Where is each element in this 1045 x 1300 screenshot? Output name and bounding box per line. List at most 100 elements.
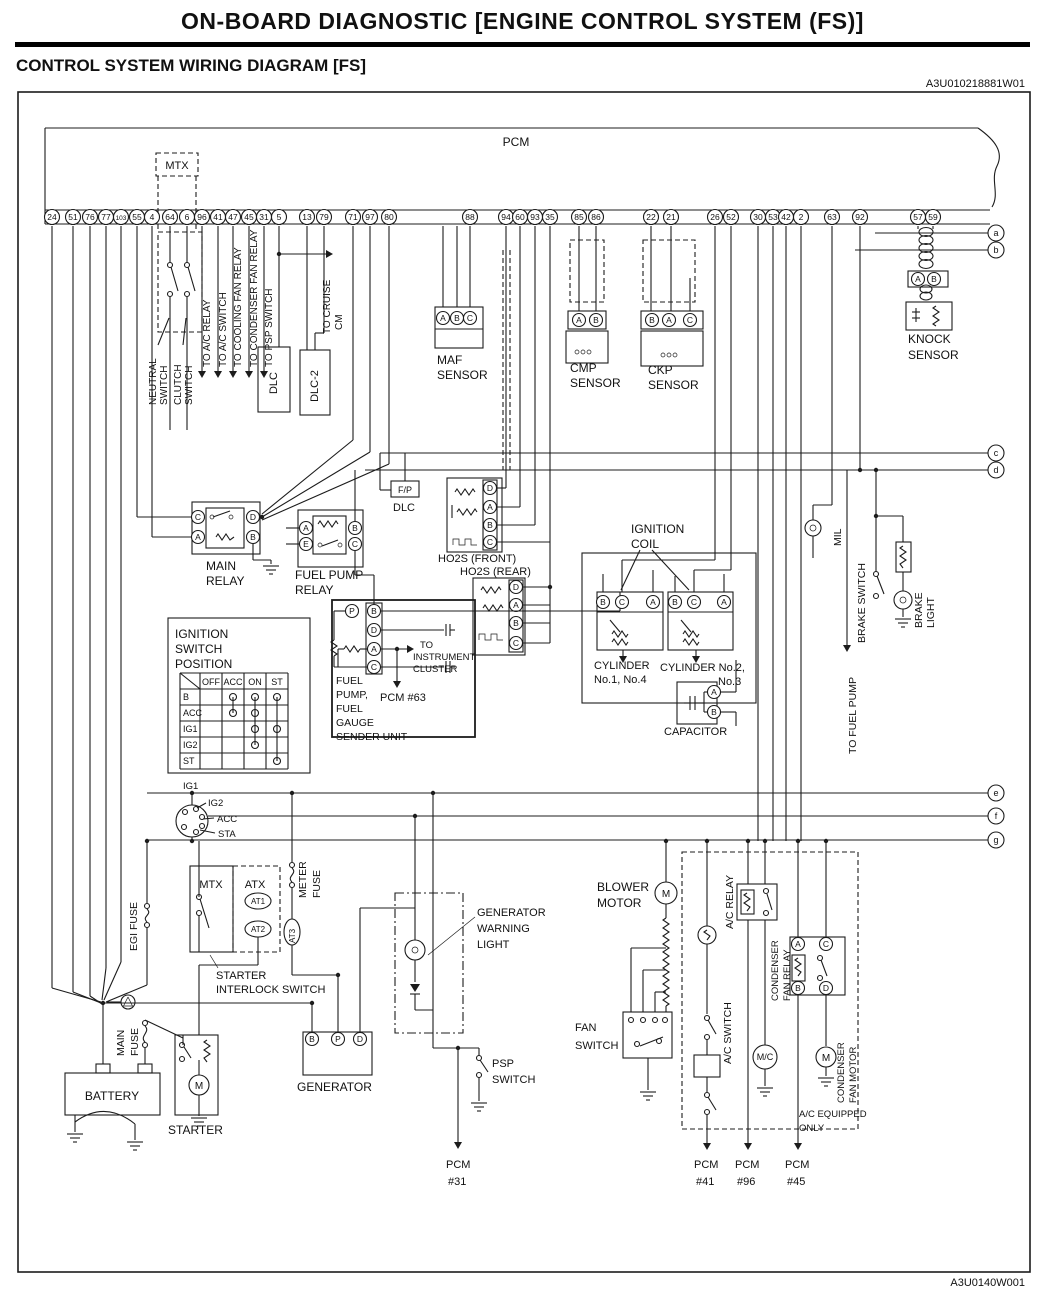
pin-label: 35 — [545, 212, 555, 222]
labels-dlc-label: DLC — [268, 372, 280, 394]
pin-label: D — [513, 582, 519, 592]
pin-label: B — [309, 1034, 315, 1044]
pin-circle — [347, 536, 363, 552]
doc-code-top: A3U010218881W01 — [925, 78, 1025, 90]
labels-to_cruise-0-label: TO CRUISE — [322, 279, 333, 334]
junction-dot — [547, 584, 553, 590]
labels-gen_warning-1-label: WARNING — [477, 923, 530, 935]
component-box — [95, 1063, 111, 1074]
pin-label: 93 — [530, 212, 540, 222]
labels-starter_interlock-1-label: INTERLOCK SWITCH — [216, 984, 325, 996]
wire — [199, 829, 216, 834]
arrowhead — [245, 371, 253, 378]
pin-label: A — [487, 502, 493, 512]
page-title: ON-BOARD DIAGNOSTIC [ENGINE CONTROL SYST… — [181, 8, 864, 34]
symbol-circle — [166, 290, 174, 298]
symbol-circle — [816, 954, 824, 962]
symbol-circle — [872, 570, 880, 578]
component-box — [205, 507, 245, 549]
pin-circle — [987, 241, 1005, 259]
ignition_table-rows-3-label: IG2 — [183, 740, 198, 750]
labels-fuel_sender-4-label: SENDER UNIT — [336, 731, 408, 743]
labels-clutch_switch-0-label: CLUTCH — [173, 364, 184, 405]
labels-ig2-label: IG2 — [208, 798, 223, 809]
pin-label: 2 — [799, 212, 804, 222]
pin-label: C — [195, 512, 201, 522]
pin-label: 92 — [855, 212, 865, 222]
pin-label: 64 — [165, 212, 175, 222]
symbol-circle — [703, 1033, 711, 1041]
pin-label: 45 — [244, 212, 254, 222]
labels-fuel_sender-3-label: GAUGE — [336, 717, 374, 729]
labels-maf-0-label: MAF — [437, 353, 462, 367]
wire — [170, 266, 179, 292]
symbol-circle — [198, 822, 206, 830]
pin-label: 24 — [47, 212, 57, 222]
labels-ac_relay-label: A/C RELAY — [724, 875, 736, 929]
labels-psp_switch-1-label: SWITCH — [492, 1074, 535, 1086]
wire — [182, 317, 187, 346]
symbol-circle — [143, 921, 151, 929]
labels-pcm31-1-label: #31 — [448, 1176, 466, 1188]
pin-circle — [270, 208, 288, 226]
resistor-icon — [743, 892, 751, 912]
component-box — [567, 310, 607, 330]
pin-circle — [298, 536, 314, 552]
pin-label: 76 — [85, 212, 95, 222]
component-box — [232, 865, 281, 953]
arrowhead — [214, 371, 222, 378]
labels-to_cooling_fan_relay-label: TO COOLING FAN RELAY — [233, 247, 244, 367]
arrowhead — [393, 681, 401, 688]
pin-circle — [722, 208, 740, 226]
labels-sta-label: STA — [218, 829, 236, 840]
symbol-circle — [183, 261, 191, 269]
pin-label: 52 — [726, 212, 736, 222]
pin-label: C — [371, 662, 377, 672]
symbol-circle — [120, 994, 136, 1010]
pin-label: B — [454, 313, 460, 323]
labels-cmp-1-label: SENSOR — [570, 376, 621, 390]
fuse-icon — [142, 1025, 148, 1043]
pin-label: B — [371, 606, 377, 616]
pin-circle — [706, 208, 724, 226]
labels-pcm63-label: PCM #63 — [380, 692, 426, 704]
pin-circle — [380, 208, 398, 226]
pin-circle — [716, 594, 732, 610]
wire — [680, 619, 692, 633]
wire — [609, 619, 621, 633]
labels-mil-label: MIL — [832, 528, 844, 546]
pin-label: E — [303, 539, 309, 549]
twist-icon — [918, 242, 934, 254]
component-box — [167, 617, 311, 774]
labels-ign_sw_pos-1-label: SWITCH — [175, 642, 222, 656]
labels-battery-label: BATTERY — [85, 1089, 139, 1103]
pin-circle — [642, 208, 660, 226]
pin-label: B — [672, 597, 678, 607]
ignition_table-rows-4-label: ST — [183, 756, 195, 766]
pin-label: B — [600, 597, 606, 607]
pin-label: A — [915, 274, 921, 284]
symbol-circle — [337, 542, 343, 548]
labels-to_psp_switch-label: TO PSP SWITCH — [264, 288, 275, 367]
pin-label: 60 — [515, 212, 525, 222]
pin-label: 85 — [574, 212, 584, 222]
component-box — [740, 889, 755, 915]
pin-label: C — [823, 939, 829, 949]
labels-neutral_switch-0-label: NEUTRAL — [148, 358, 159, 405]
pin-circle — [851, 208, 869, 226]
labels-acc-label: ACC — [217, 814, 237, 825]
pin-circle — [987, 831, 1005, 849]
twist-icon — [918, 234, 934, 246]
pin-label: P — [335, 1034, 341, 1044]
pin-circle — [330, 1031, 346, 1047]
component-box — [331, 599, 476, 738]
ignition_table-rows-1-label: ACC — [183, 708, 203, 718]
labels-mtx-label: MTX — [165, 160, 189, 172]
arrowhead — [454, 1142, 462, 1149]
labels-ho2s_rear-label: HO2S (REAR) — [460, 566, 531, 578]
labels-gen_warning-0-label: GENERATOR — [477, 907, 546, 919]
ignition_table-rows-2-label: IG1 — [183, 724, 198, 734]
symbol-circle — [178, 1055, 186, 1063]
pin-circle — [361, 208, 379, 226]
